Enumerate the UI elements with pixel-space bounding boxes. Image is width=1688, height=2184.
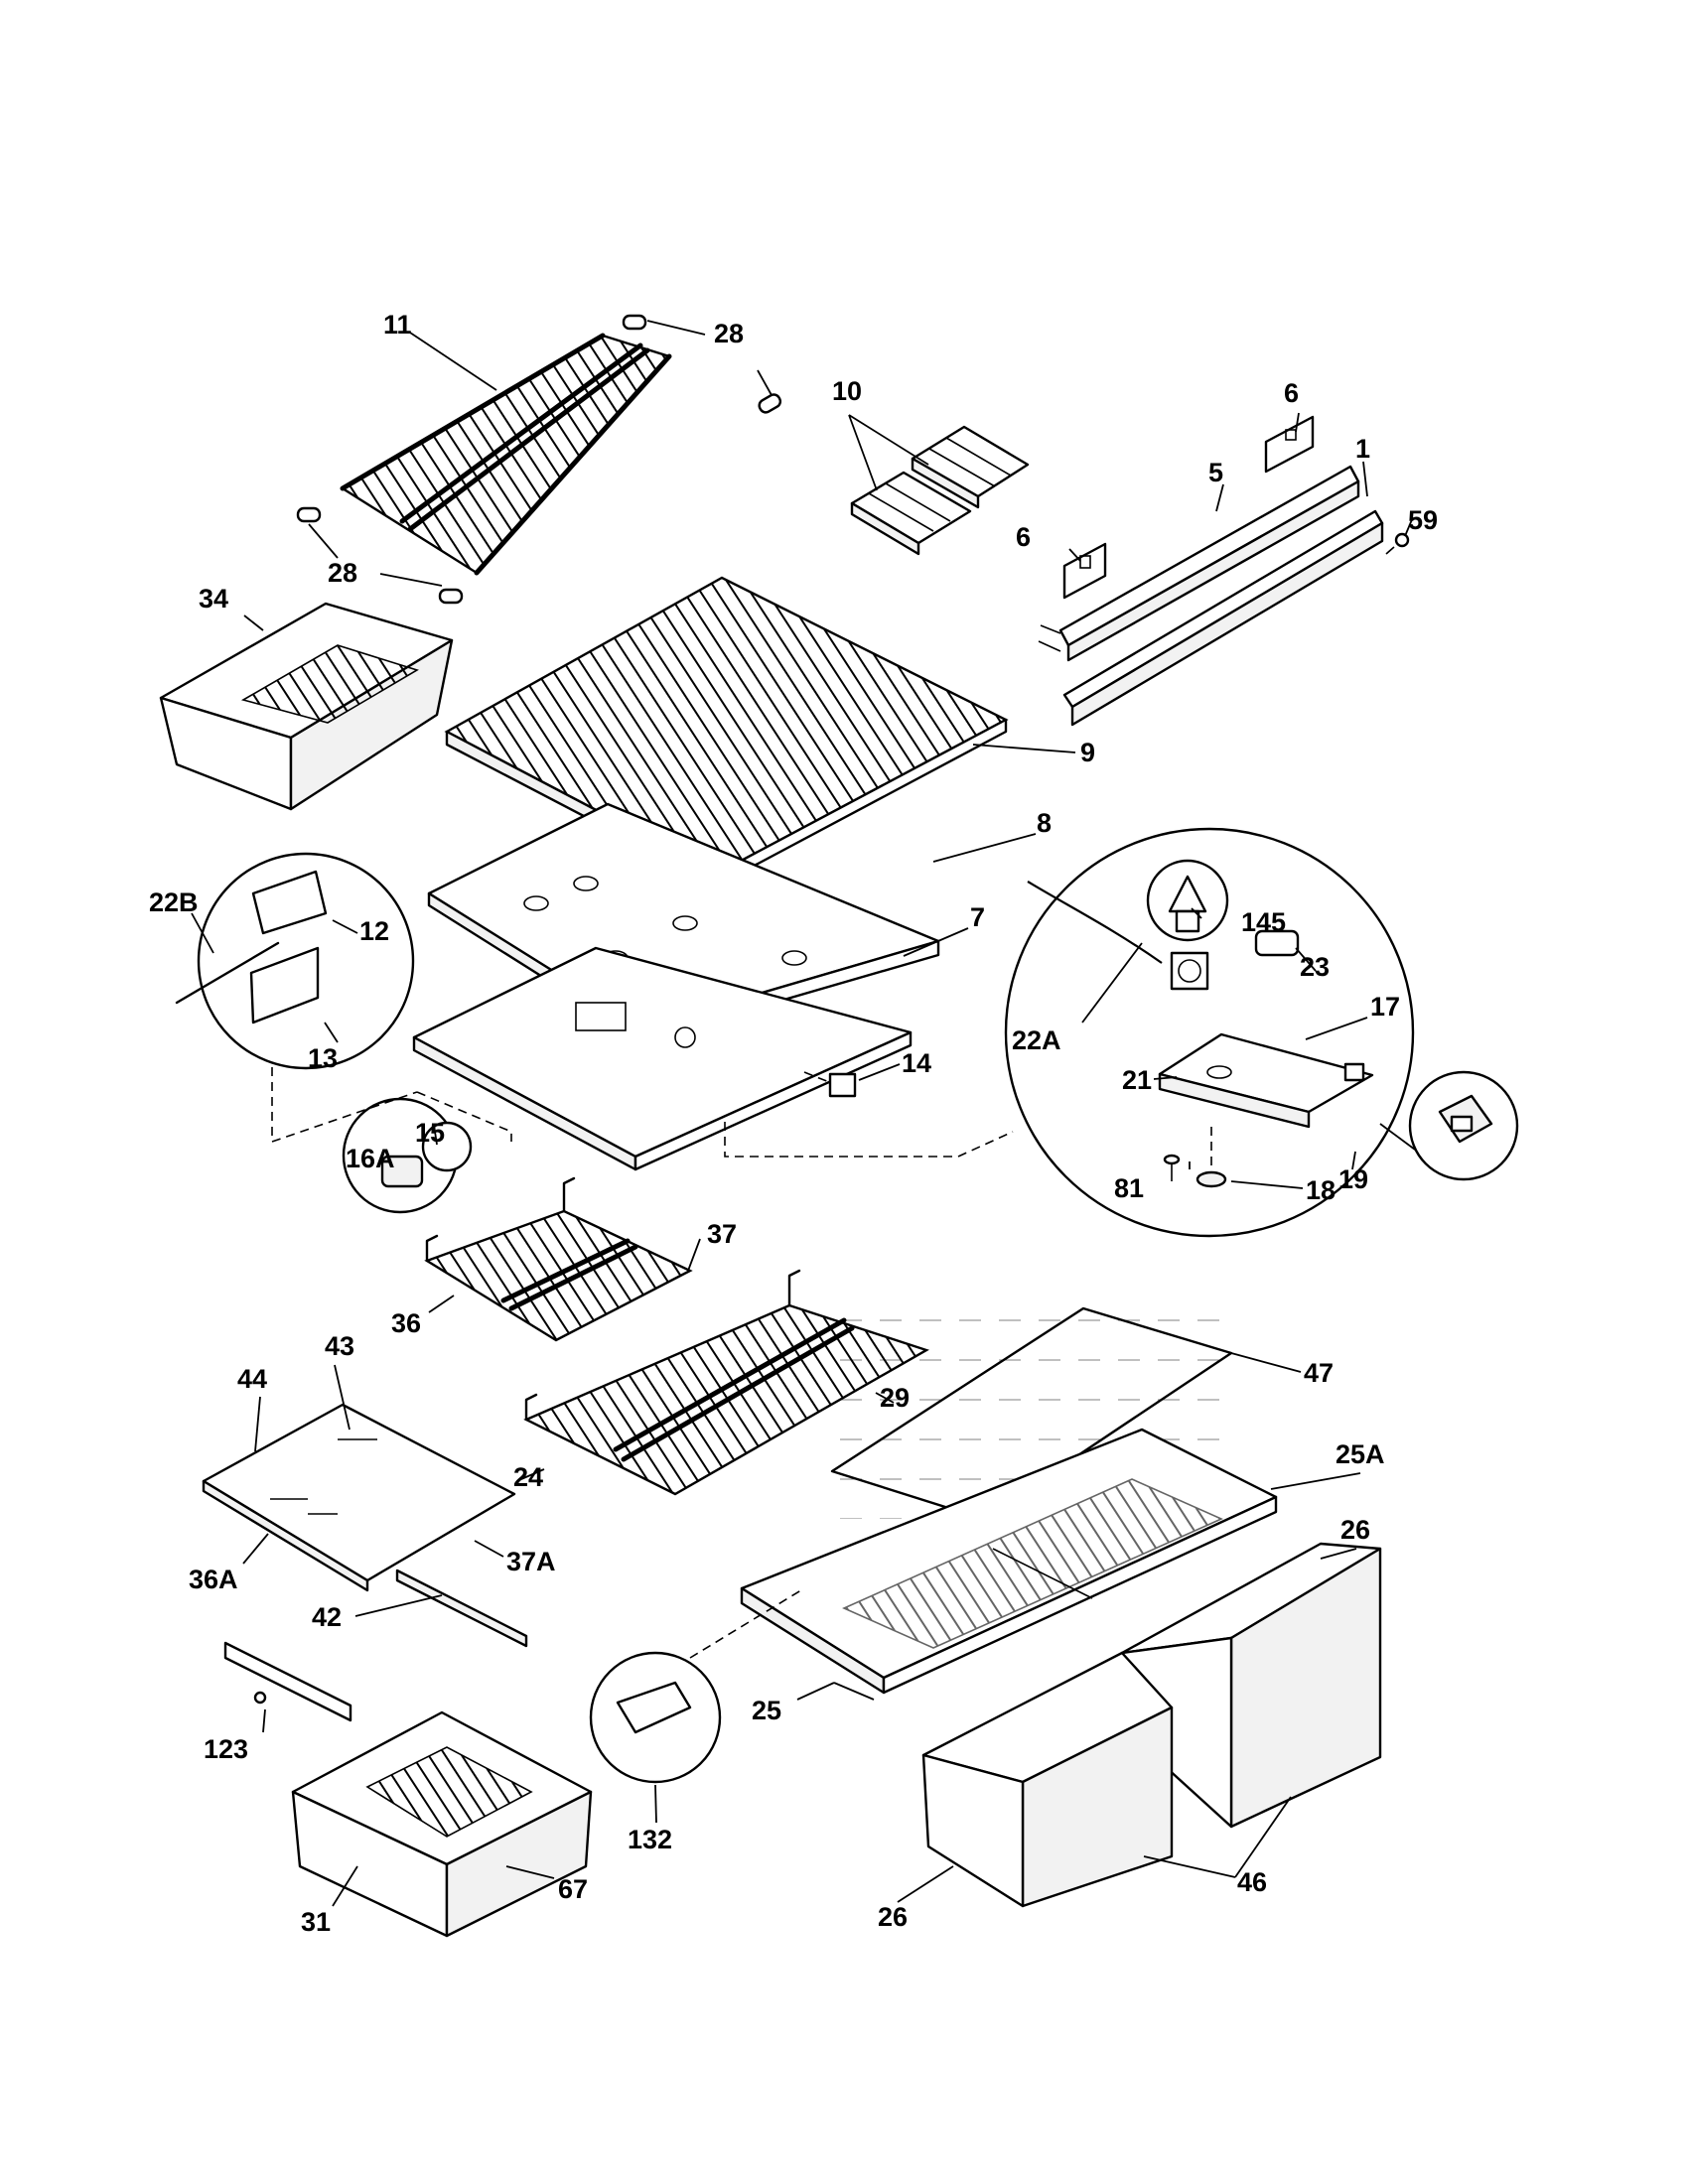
callout-8: 8 <box>1037 808 1052 838</box>
screw-59-part <box>1385 532 1410 555</box>
callout-22B: 22B <box>149 887 199 917</box>
callout-19: 19 <box>1338 1164 1368 1194</box>
callout-23: 23 <box>1300 952 1330 982</box>
callout-26-top: 26 <box>1340 1515 1370 1545</box>
callout-47: 47 <box>1304 1358 1334 1388</box>
callout-28-top: 28 <box>714 319 744 348</box>
glass-shelf-part <box>202 1403 516 1592</box>
callout-15: 15 <box>415 1118 445 1148</box>
ice-trays-part <box>850 425 1030 556</box>
switch-14-part <box>828 1072 857 1098</box>
callout-6-top: 6 <box>1284 378 1299 408</box>
leader-lines <box>191 320 1416 1907</box>
callout-37: 37 <box>707 1219 737 1249</box>
callout-67: 67 <box>558 1874 588 1904</box>
callout-26-bottom: 26 <box>878 1902 908 1932</box>
callout-25: 25 <box>752 1696 781 1725</box>
callout-1: 1 <box>1355 434 1370 464</box>
callout-29: 29 <box>880 1383 910 1413</box>
callout-46: 46 <box>1237 1867 1267 1897</box>
callout-18: 18 <box>1306 1175 1336 1205</box>
callout-25A: 25A <box>1336 1439 1385 1469</box>
callout-31: 31 <box>301 1907 331 1937</box>
callout-42: 42 <box>312 1602 342 1632</box>
callout-11: 11 <box>383 310 412 340</box>
callout-6-mid: 6 <box>1016 522 1031 552</box>
callout-81: 81 <box>1114 1173 1144 1203</box>
callout-labels: 11 28 28 10 6 6 5 1 59 34 9 8 7 22B 12 1… <box>149 310 1438 1937</box>
callout-59: 59 <box>1408 505 1438 535</box>
wire-shelf-top-part <box>340 333 672 576</box>
callout-145: 145 <box>1241 907 1286 937</box>
shelf-end-caps-part <box>296 314 782 605</box>
trim-rail-5-part <box>1038 465 1360 662</box>
callout-10: 10 <box>832 376 862 406</box>
callout-21: 21 <box>1122 1065 1152 1095</box>
storage-pan-31-part <box>291 1710 593 1938</box>
callout-36A: 36A <box>189 1565 238 1594</box>
callout-44: 44 <box>237 1364 267 1394</box>
callout-12: 12 <box>359 916 389 946</box>
callout-34: 34 <box>199 584 228 614</box>
trim-rail-1-part <box>1062 509 1384 727</box>
callout-17: 17 <box>1370 992 1400 1022</box>
callout-14: 14 <box>902 1048 931 1078</box>
callout-28-bottom: 28 <box>328 558 357 588</box>
callout-132: 132 <box>628 1825 672 1854</box>
callout-22A: 22A <box>1012 1025 1061 1055</box>
bracket-123-part <box>223 1641 352 1722</box>
callout-9: 9 <box>1080 738 1095 767</box>
reference-dash-lines <box>271 1067 1014 1158</box>
brackets-6-part <box>1062 415 1315 600</box>
callout-123: 123 <box>204 1734 248 1764</box>
callout-16A: 16A <box>346 1144 395 1173</box>
switch-detail-circle <box>1408 1070 1519 1181</box>
callout-37A: 37A <box>506 1547 556 1576</box>
crisper-frame-part <box>740 1428 1278 1695</box>
callout-13: 13 <box>308 1043 338 1073</box>
callout-24: 24 <box>513 1462 543 1492</box>
panel-7-part <box>412 946 913 1171</box>
detail-circle-132 <box>589 1587 805 1784</box>
rail-42-part <box>395 1569 528 1648</box>
cover-panel-9-part <box>444 576 1009 887</box>
detail-circle-left <box>175 852 415 1070</box>
callout-5: 5 <box>1208 458 1223 487</box>
detail-circle-right <box>1004 827 1415 1238</box>
callout-43: 43 <box>325 1331 354 1361</box>
callout-7: 7 <box>970 902 985 932</box>
wire-shelf-36-part <box>424 1176 693 1342</box>
callout-36: 36 <box>391 1308 421 1338</box>
deli-tray-part <box>159 602 454 811</box>
crisper-drawer-left-part <box>921 1651 1174 1908</box>
